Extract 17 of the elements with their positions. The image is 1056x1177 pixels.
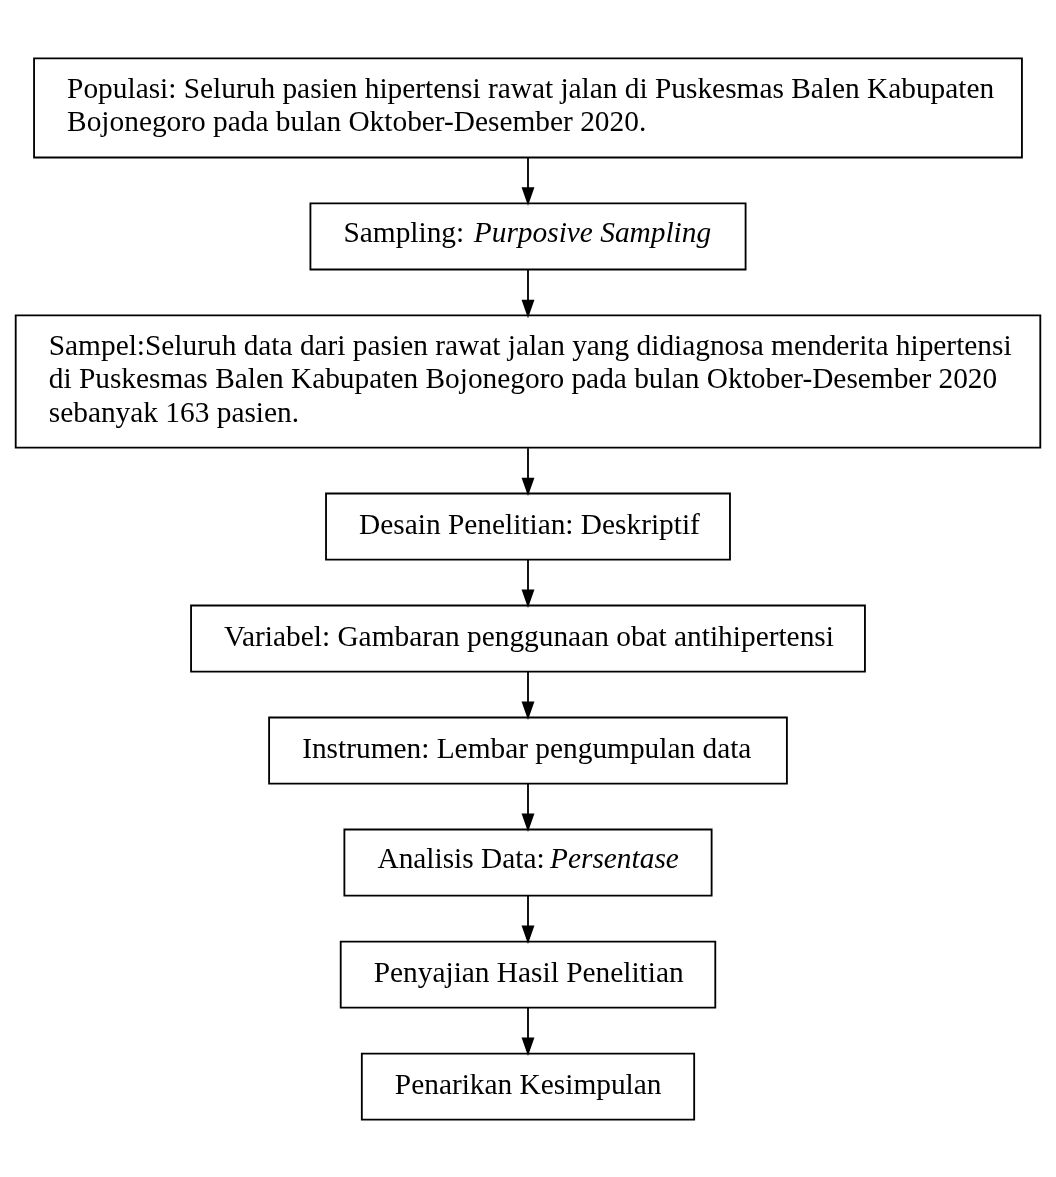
arrow <box>521 268 535 318</box>
node-box: Penyajian Hasil Penelitian <box>339 940 717 1009</box>
node-box: Instrumen: Lembar pengumpulan data <box>268 716 788 785</box>
node-box: Variabel: Gambaran penggunaan obat antihipertensi <box>190 604 866 673</box>
node-box: Populasi: Seluruh pasien hipertensi rawat jalan di Puskesmas Balen Kabupaten Bojonegoro pada bulan Oktober-Desember 2020. <box>33 56 1023 158</box>
arrow <box>521 782 535 832</box>
node-box: Desain Penelitian: Deskriptif <box>325 492 731 561</box>
arrow <box>521 156 535 206</box>
arrow <box>521 894 535 944</box>
node-box: Analisis Data: Persentase <box>343 828 713 897</box>
arrow <box>521 1006 535 1056</box>
arrow <box>521 446 535 496</box>
arrow <box>521 558 535 608</box>
node-box: Sampel:Seluruh data dari pasien rawat jalan yang didiagnosa menderita hipertensi di Puskesmas Balen Kabupaten Bojonegoro pada bulan Oktober-Desember 2020 sebanyak 163 pasien. <box>14 314 1042 449</box>
node-box: Sampling: Purposive Sampling <box>309 202 747 270</box>
arrow <box>521 670 535 720</box>
node-box: Penarikan Kesimpulan <box>360 1052 696 1121</box>
